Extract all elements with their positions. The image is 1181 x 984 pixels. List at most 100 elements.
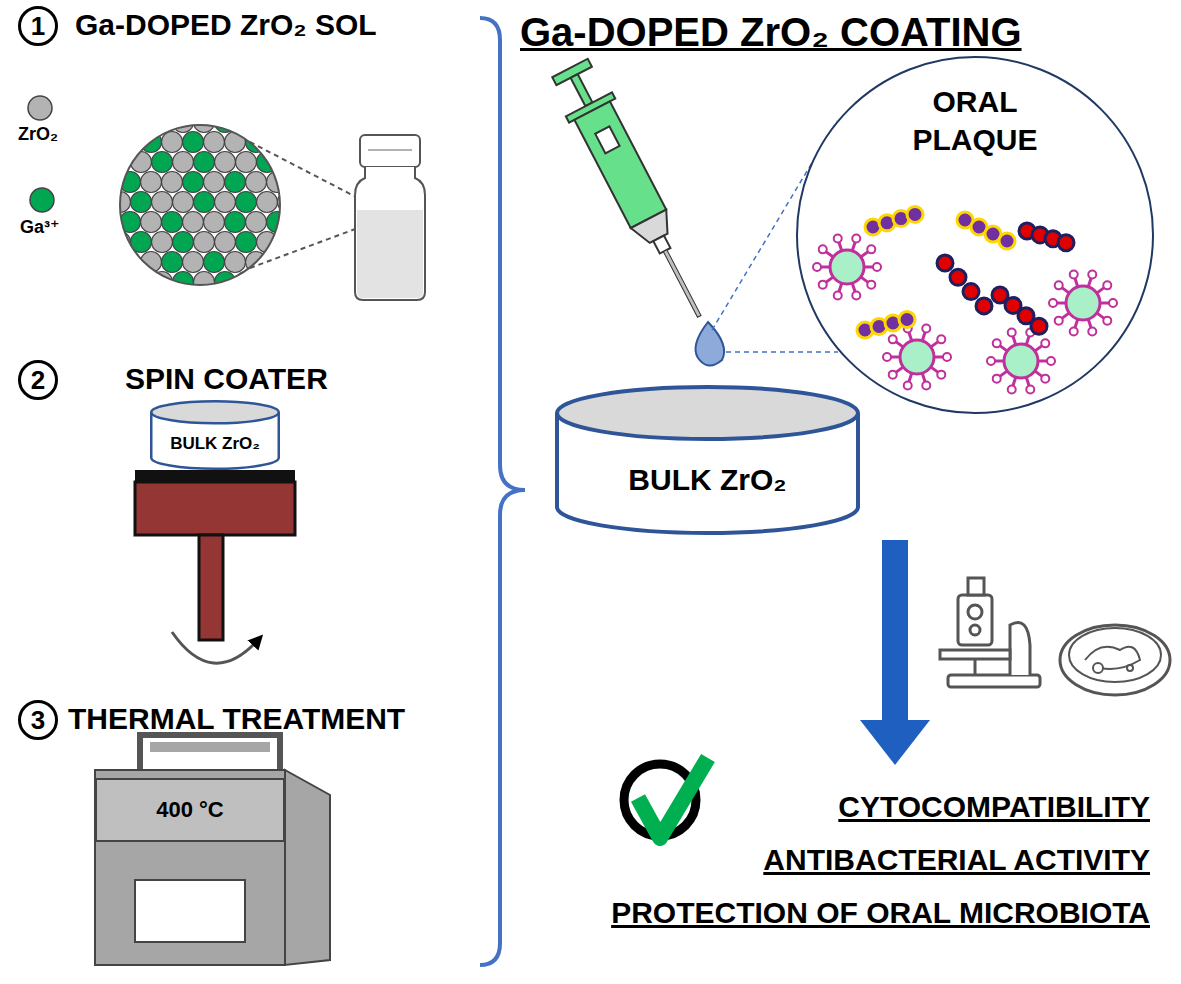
particle (173, 152, 194, 173)
result-text: ANTIBACTERIAL ACTIVITY (763, 843, 1150, 877)
particle (278, 152, 299, 173)
particle (278, 232, 299, 253)
legend-swatch (30, 188, 54, 212)
zoom-circle (120, 125, 280, 285)
particle (288, 212, 309, 233)
bacteria-chain (865, 206, 923, 235)
bacteria-chain (937, 255, 992, 314)
particle (173, 232, 194, 253)
substrate-disc: BULK ZrO₂ (150, 400, 280, 470)
node-text: BULK ZrO₂ (628, 463, 786, 497)
zoom-line (726, 351, 838, 353)
particle (225, 252, 246, 273)
particle (204, 172, 225, 193)
fungus-cell (813, 234, 881, 299)
particle (225, 172, 246, 193)
particle (225, 212, 246, 233)
legend-swatch (28, 96, 52, 120)
step-heading: SPIN COATER (125, 362, 328, 396)
particle (204, 252, 225, 273)
node-text: 1 (31, 11, 45, 42)
particle (288, 132, 309, 153)
particle (204, 212, 225, 233)
plaque-circle: ORAL PLAQUE (795, 55, 1155, 415)
particle (131, 192, 152, 213)
node-text: 400 °C (156, 797, 224, 823)
particle (162, 252, 183, 273)
oven-panel: 400 °C (95, 778, 285, 842)
particle (194, 272, 215, 293)
node-text: 2 (31, 365, 45, 396)
particle (215, 232, 236, 253)
particle (131, 112, 152, 133)
particle (183, 132, 204, 153)
particle (246, 212, 267, 233)
particle (246, 172, 267, 193)
particle (110, 112, 131, 133)
particle (152, 192, 173, 213)
particle (173, 192, 194, 213)
bacteria-chain (992, 287, 1047, 334)
particle (152, 112, 173, 133)
step-number: 1 (18, 6, 58, 46)
particle (194, 192, 215, 213)
particle (236, 192, 257, 213)
particle (204, 132, 225, 153)
fungus-cell (1049, 270, 1117, 335)
droplet (696, 322, 725, 366)
particle (152, 232, 173, 253)
particle (120, 132, 141, 153)
legend-text: ZrO₂ (18, 124, 58, 145)
particle (194, 152, 215, 173)
particle (162, 172, 183, 193)
title: Ga-DOPED ZrO₂ COATING (520, 10, 1022, 55)
particle (278, 272, 299, 293)
particle (183, 252, 204, 273)
step-heading: THERMAL TREATMENT (68, 702, 405, 736)
step-number: 2 (18, 360, 58, 400)
fungus-cell (987, 328, 1055, 393)
fungus-cell (883, 324, 951, 389)
particle (215, 192, 236, 213)
particle (215, 152, 236, 173)
particle (141, 172, 162, 193)
result-text: PROTECTION OF ORAL MICROBIOTA (611, 896, 1150, 930)
particle (278, 112, 299, 133)
particle (225, 132, 246, 153)
particle (194, 112, 215, 133)
step-number: 3 (18, 700, 58, 740)
node-text: BULK ZrO₂ (170, 434, 260, 454)
result-text: CYTOCOMPATIBILITY (838, 790, 1150, 824)
particle (110, 232, 131, 253)
legend-text: Ga³⁺ (20, 216, 60, 238)
bracket (480, 18, 525, 965)
particle (267, 132, 288, 153)
step-heading: Ga-DOPED ZrO₂ SOL (75, 8, 377, 42)
particle (257, 272, 278, 293)
particle (162, 132, 183, 153)
particle (183, 172, 204, 193)
disc-outline (555, 385, 860, 535)
node-text: 3 (31, 705, 45, 736)
particle (288, 252, 309, 273)
particle (141, 212, 162, 233)
particle (257, 192, 278, 213)
particle-cluster (110, 112, 309, 293)
particle (236, 112, 257, 133)
particle (131, 272, 152, 293)
particle (152, 152, 173, 173)
substrate-disc: BULK ZrO₂ (555, 385, 860, 535)
particle (110, 272, 131, 293)
particle (183, 212, 204, 233)
oven (95, 735, 330, 965)
bacteria-chain (957, 212, 1015, 249)
particle (162, 212, 183, 233)
particle (288, 172, 309, 193)
particle (236, 232, 257, 253)
petri-dish (1060, 625, 1170, 695)
syringe (547, 56, 722, 328)
microscope (940, 578, 1040, 687)
spin-coater (135, 470, 295, 663)
particle (194, 232, 215, 253)
vial (355, 135, 425, 300)
